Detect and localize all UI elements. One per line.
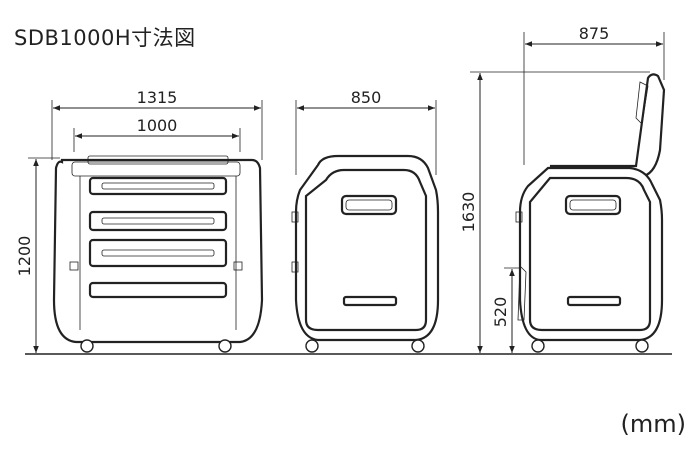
front-drawer-3 [88, 238, 228, 268]
dim-door-height: 520 [491, 297, 510, 328]
dim-front-height: 1200 [15, 236, 34, 277]
dim-open-depth: 875 [579, 24, 610, 43]
open-lid [549, 73, 666, 178]
open-wheel-right [635, 339, 649, 353]
open-view: 875 1630 520 [459, 24, 666, 353]
dim-open-height: 1630 [459, 192, 478, 233]
open-wheel-left [531, 339, 545, 353]
open-side-door [517, 265, 527, 321]
side-wheel-right [411, 339, 425, 353]
side-handle-bottom [342, 295, 398, 307]
front-drawer-1 [88, 176, 228, 196]
drawing-title: SDB1000H寸法図 [14, 26, 196, 50]
open-body-inner [528, 176, 652, 332]
side-wheel-left [305, 339, 319, 353]
front-drawer-2 [88, 210, 228, 232]
dim-front-width: 1315 [137, 88, 178, 107]
open-handle-bottom [566, 295, 622, 307]
side-view: 850 [291, 88, 440, 353]
side-handle-top [340, 194, 398, 216]
units-label: (mm) [620, 410, 686, 438]
dim-side-width: 850 [351, 88, 382, 107]
front-bottom-handle [88, 281, 228, 299]
dim-front-inner-width: 1000 [137, 116, 178, 135]
front-wheel-right [218, 339, 232, 353]
front-view: 1315 1000 1200 [15, 88, 264, 353]
front-wheel-left [80, 339, 94, 353]
open-handle-top [564, 194, 622, 216]
